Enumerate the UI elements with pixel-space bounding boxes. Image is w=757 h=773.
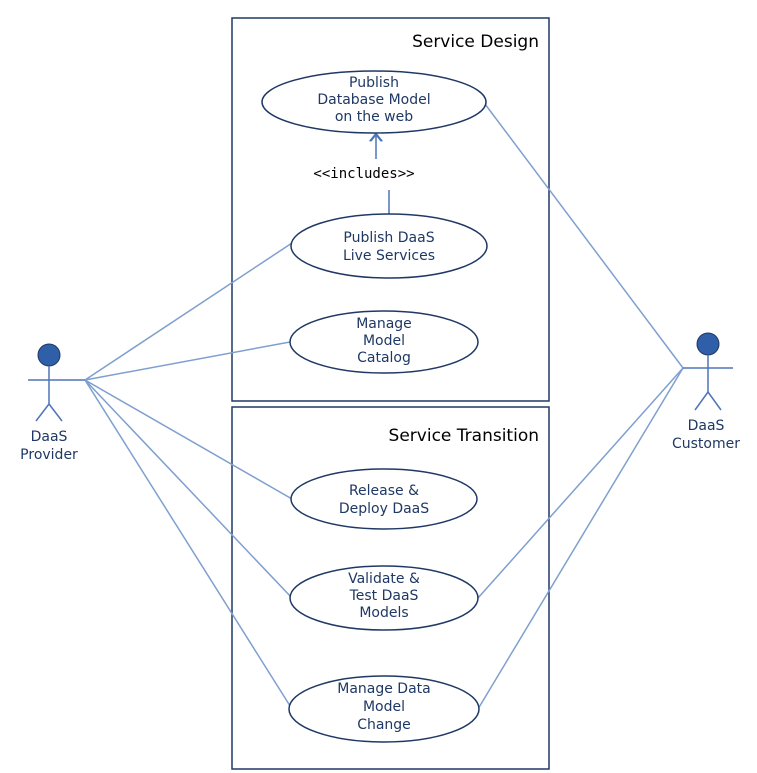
use-case-manage-model-catalog[interactable]: Manage Model Catalog: [289, 310, 479, 374]
assoc-provider-publish-live: [84, 242, 293, 381]
use-case-label-line: Publish: [349, 75, 399, 91]
use-case-label-line: Release &: [349, 483, 419, 499]
use-case-label-line: Validate &: [348, 571, 420, 587]
use-case-label-line: Test DaaS: [349, 588, 419, 604]
assoc-provider-release-deploy: [84, 379, 293, 500]
use-case-label-line: Manage: [356, 316, 412, 332]
assoc-provider-validate-test: [84, 379, 293, 599]
use-case-label-line: Model: [363, 699, 405, 715]
use-case-label-line: Model: [363, 333, 405, 349]
use-case-label-line: Catalog: [357, 350, 411, 366]
use-case-label-line: Database Model: [317, 92, 430, 108]
assoc-customer-publish-db-model: [484, 103, 684, 369]
actor-label-line: Customer: [672, 436, 740, 452]
actor-label-line: Provider: [20, 447, 78, 463]
use-case-label-line: Deploy DaaS: [339, 501, 429, 517]
use-case-manage-data-model-change[interactable]: Manage Data Model Change: [288, 675, 480, 743]
actor-label-line: DaaS: [688, 418, 725, 434]
use-case-label-line: Change: [357, 717, 411, 733]
assoc-provider-manage-change: [84, 379, 293, 710]
actor-head-icon: [696, 332, 720, 356]
use-case-label-line: on the web: [335, 109, 413, 125]
service-transition-title: Service Transition: [389, 426, 539, 446]
use-case-release-deploy[interactable]: Release & Deploy DaaS: [290, 468, 478, 530]
actor-head-icon: [37, 343, 61, 367]
use-case-label-line: Publish DaaS: [343, 230, 434, 246]
use-case-label-line: Models: [359, 605, 408, 621]
includes-stereotype-label: <<includes>>: [313, 166, 414, 182]
assoc-provider-manage-catalog: [84, 341, 291, 381]
service-design-title: Service Design: [412, 32, 539, 52]
actor-daas-provider[interactable]: DaaS Provider: [20, 343, 85, 463]
actor-daas-customer[interactable]: DaaS Customer: [672, 332, 740, 452]
use-case-publish-database-model[interactable]: Publish Database Model on the web: [261, 70, 487, 134]
use-case-publish-live-services[interactable]: Publish DaaS Live Services: [290, 213, 488, 279]
service-design-boundary: [231, 17, 550, 402]
assoc-customer-manage-change: [477, 367, 684, 710]
use-case-validate-test[interactable]: Validate & Test DaaS Models: [289, 565, 479, 631]
assoc-customer-validate-test: [477, 367, 684, 599]
use-case-label-line: Manage Data: [337, 681, 431, 697]
actor-label-line: DaaS: [31, 429, 68, 445]
use-case-label-line: Live Services: [343, 248, 435, 264]
service-transition-boundary: [231, 406, 550, 770]
